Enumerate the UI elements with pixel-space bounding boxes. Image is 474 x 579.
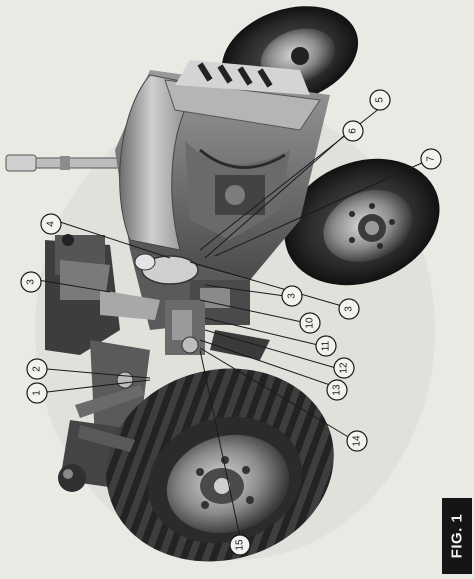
svg-text:7: 7 [426, 156, 437, 162]
callout-2: 2 [26, 358, 48, 380]
svg-text:11: 11 [321, 340, 332, 351]
callout-12: 12 [333, 357, 355, 379]
svg-text:14: 14 [352, 435, 363, 447]
rear-tire-bottom [106, 368, 334, 562]
callout-4: 4 [40, 213, 62, 235]
callout-1: 1 [26, 382, 48, 404]
svg-text:15: 15 [235, 539, 246, 551]
callout-14: 14 [346, 430, 368, 452]
svg-text:5: 5 [375, 97, 386, 103]
callouts: 1 2 3 3 3 4 5 [20, 89, 442, 556]
callout-3-center: 3 [281, 285, 303, 307]
engine-hood [115, 60, 330, 330]
figure-label: FIG. 1 [442, 498, 472, 574]
figure-label-text: FIG. 1 [448, 513, 466, 559]
svg-text:3: 3 [344, 306, 355, 312]
callout-5: 5 [369, 89, 391, 111]
svg-text:3: 3 [26, 279, 37, 285]
leader-lines [37, 107, 425, 538]
callout-13: 13 [326, 379, 348, 401]
callout-6: 6 [342, 120, 364, 142]
callout-7: 7 [420, 148, 442, 170]
callout-15: 15 [229, 534, 251, 556]
callout-3-right: 3 [338, 298, 360, 320]
front-tire-right [284, 158, 440, 286]
svg-text:6: 6 [348, 128, 359, 134]
svg-text:1: 1 [32, 390, 43, 396]
svg-text:2: 2 [32, 366, 43, 372]
svg-text:13: 13 [332, 384, 343, 396]
svg-text:12: 12 [339, 362, 350, 374]
pto-shaft [5, 154, 129, 172]
engine-components [134, 253, 270, 360]
callout-3-left: 3 [20, 271, 42, 293]
callout-11: 11 [315, 335, 337, 357]
callout-10: 10 [299, 312, 321, 334]
svg-text:3: 3 [287, 293, 298, 299]
svg-text:4: 4 [46, 221, 57, 227]
svg-text:10: 10 [305, 317, 316, 329]
hitch-arms [75, 385, 145, 452]
